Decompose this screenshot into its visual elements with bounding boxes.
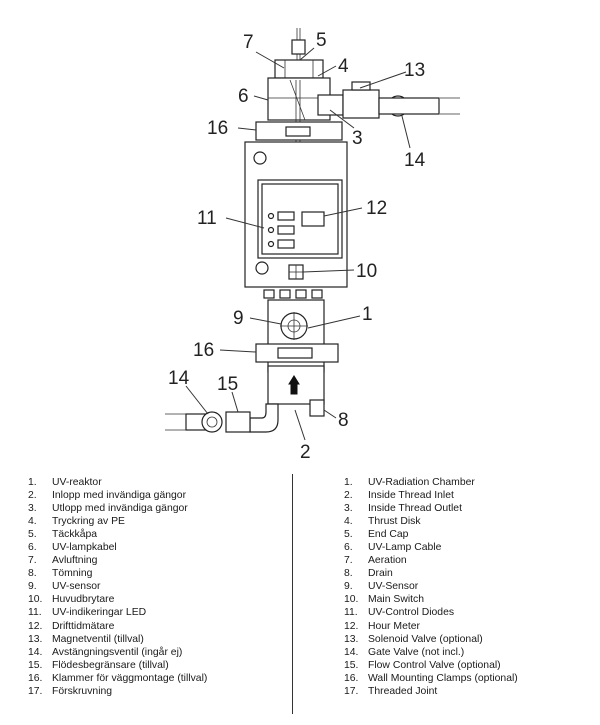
legend-item: 17.Threaded Joint xyxy=(344,685,438,697)
callout-14-upper: 14 xyxy=(404,150,426,171)
upper-wall-clamp xyxy=(255,121,343,141)
callout-11: 11 xyxy=(197,208,217,229)
legend-item: 11.UV-Control Diodes xyxy=(344,607,455,619)
callout-15: 15 xyxy=(217,374,238,395)
legend-item: 16.Klammer för väggmontage (tillval) xyxy=(28,672,208,684)
legend-item: 17.Förskruvning xyxy=(28,685,113,697)
legend-item: 9.UV-sensor xyxy=(28,581,101,593)
callout-4: 4 xyxy=(338,56,349,77)
callout-1: 1 xyxy=(362,304,373,325)
legend-item: 3.Utlopp med invändiga gängor xyxy=(28,503,188,515)
legend-item: 4.Tryckring av PE xyxy=(28,516,125,528)
legend-item: 1.UV-reaktor xyxy=(28,477,102,488)
legend-item: 9.UV-Sensor xyxy=(344,581,419,593)
legend-item: 7.Avluftning xyxy=(28,555,98,567)
cable-glands xyxy=(263,289,323,299)
legend-swedish: 1.UV-reaktor 2.Inlopp med invändiga gäng… xyxy=(28,476,283,698)
legend-item: 3.Inside Thread Outlet xyxy=(344,503,462,515)
callout-9: 9 xyxy=(233,308,244,329)
inlet-base xyxy=(249,365,325,433)
legend-item: 15.Flow Control Valve (optional) xyxy=(344,659,501,671)
outlet-valve-assembly xyxy=(317,81,460,119)
legend-item: 4.Thrust Disk xyxy=(344,516,421,528)
legend-item: 12.Drifttidmätare xyxy=(28,620,115,632)
legend-item: 13.Magnetventil (tillval) xyxy=(28,633,144,645)
callout-6: 6 xyxy=(238,86,249,107)
callout-12: 12 xyxy=(366,198,387,219)
callout-2: 2 xyxy=(300,442,311,463)
callout-10: 10 xyxy=(356,261,377,282)
lower-wall-clamp xyxy=(255,343,339,363)
legend-item: 15.Flödesbegränsare (tillval) xyxy=(28,659,169,671)
callout-3: 3 xyxy=(352,128,363,149)
legend-item: 8.Tömning xyxy=(28,568,93,580)
legend-item: 6.UV-Lamp Cable xyxy=(344,542,442,554)
legend-item: 7.Aeration xyxy=(344,555,407,567)
leader-lines xyxy=(185,47,411,441)
legend-item: 5.End Cap xyxy=(344,529,409,541)
legend-item: 16.Wall Mounting Clamps (optional) xyxy=(344,672,518,684)
callout-16-lower: 16 xyxy=(193,340,214,361)
inlet-valve-assembly xyxy=(165,411,251,433)
callout-14-lower: 14 xyxy=(168,368,190,389)
legend-item: 5.Täckkåpa xyxy=(28,529,98,541)
legend-item: 2.Inlopp med invändiga gängor xyxy=(28,490,187,502)
flow-arrow-icon xyxy=(288,375,300,395)
legend-english: 1.UV-Radiation Chamber 2.Inside Thread I… xyxy=(344,476,589,698)
aeration-vent xyxy=(291,28,306,62)
legend-item: 8.Drain xyxy=(344,568,393,580)
callout-7: 7 xyxy=(243,32,254,53)
legend-item: 14.Avstängningsventil (ingår ej) xyxy=(28,646,183,658)
callout-8: 8 xyxy=(338,410,349,431)
callout-13: 13 xyxy=(404,60,425,81)
legend-item: 12.Hour Meter xyxy=(344,620,420,632)
legend-item: 1.UV-Radiation Chamber xyxy=(344,477,475,488)
end-cap xyxy=(274,59,324,79)
callout-16-upper: 16 xyxy=(207,118,228,139)
legend-item: 6.UV-lampkabel xyxy=(28,542,117,554)
legend-item: 11.UV-indikeringar LED xyxy=(28,607,147,619)
legend-item: 10.Main Switch xyxy=(344,594,425,606)
uv-system-diagram: 7 5 4 13 6 3 16 14 11 12 10 9 1 16 14 15… xyxy=(165,28,460,463)
legend-item: 10.Huvudbrytare xyxy=(28,594,115,606)
legend-divider xyxy=(292,474,293,714)
legend-item: 2.Inside Thread Inlet xyxy=(344,490,454,502)
legend-item: 14.Gate Valve (not incl.) xyxy=(344,646,465,658)
legend-item: 13.Solenoid Valve (optional) xyxy=(344,633,483,645)
callout-5: 5 xyxy=(316,30,327,51)
